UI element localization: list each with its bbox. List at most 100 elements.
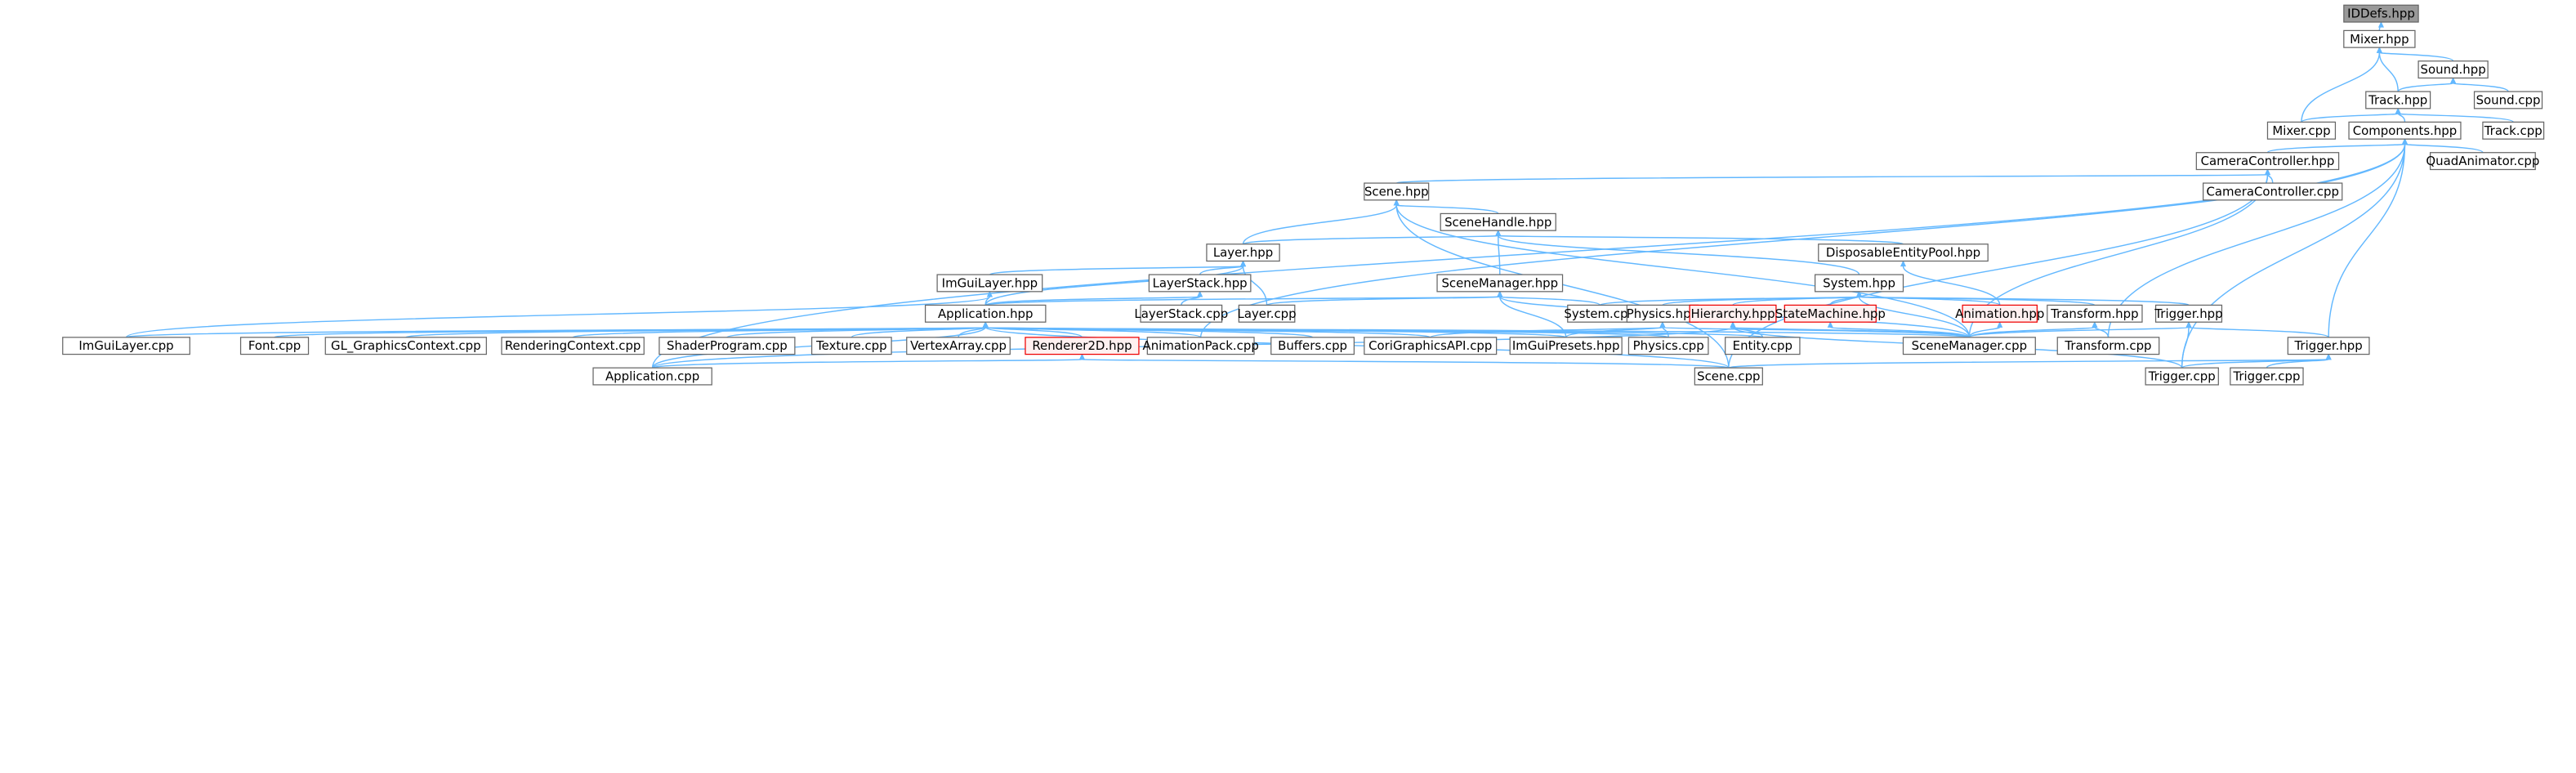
node-quadanim-cpp[interactable]: QuadAnimator.cpp: [2426, 152, 2539, 171]
node-entity-cpp[interactable]: Entity.cpp: [1725, 337, 1801, 355]
node-font-cpp[interactable]: Font.cpp: [239, 337, 310, 355]
node-box: [2473, 91, 2543, 109]
node-camctl-cpp[interactable]: CameraController.cpp: [2203, 182, 2343, 201]
node-label: Transform.cpp: [2064, 338, 2151, 353]
edge-trigger_cpp1-to-trigger_hpp1: [2181, 327, 2190, 369]
node-physics-cpp[interactable]: Physics.cpp: [1627, 337, 1709, 355]
edge-app_hpp-to-layerstack_hpp: [984, 296, 1201, 306]
node-buffers-cpp[interactable]: Buffers.cpp: [1270, 337, 1355, 355]
arrowhead-icon: [1393, 199, 1400, 206]
node-animpack-cpp[interactable]: AnimationPack.cpp: [1143, 337, 1259, 355]
node-scenemgr-cpp[interactable]: SceneManager.cpp: [1902, 337, 2036, 355]
node-texture-cpp[interactable]: Texture.cpp: [810, 337, 892, 355]
node-layerstack-hpp[interactable]: LayerStack.hpp: [1148, 274, 1252, 293]
node-trigger-cpp1[interactable]: Trigger.cpp: [2145, 367, 2219, 386]
edge-scene_cpp-to-trigger_hpp2: [1728, 359, 2329, 369]
arrowhead-icon: [1730, 321, 1736, 328]
node-label: QuadAnimator.cpp: [2426, 154, 2539, 168]
node-mixer-hpp[interactable]: Mixer.hpp: [2343, 29, 2416, 48]
node-sound-hpp[interactable]: Sound.hpp: [2418, 60, 2489, 79]
node-corigfx-cpp[interactable]: CoriGraphicsAPI.cpp: [1364, 337, 1498, 355]
edge-mixer_cpp-to-track_hpp: [2301, 113, 2399, 123]
node-scene-hpp[interactable]: Scene.hpp: [1364, 182, 1430, 201]
node-trigger-hpp1[interactable]: Trigger.hpp: [2154, 304, 2223, 323]
node-scene-cpp[interactable]: Scene.cpp: [1694, 367, 1763, 386]
edge-physics_cpp-to-physics_hpp: [1662, 327, 1669, 337]
edge-transform_cpp-to-transform_hpp: [2094, 326, 2109, 337]
node-box: [592, 367, 712, 386]
node-scenehandle-hpp[interactable]: SceneHandle.hpp: [1440, 212, 1556, 231]
node-renderctx-cpp[interactable]: RenderingContext.cpp: [501, 337, 645, 355]
node-label: System.hpp: [1823, 275, 1895, 290]
node-label: Sound.cpp: [2476, 92, 2541, 107]
node-box: [2047, 304, 2143, 323]
arrowhead-icon: [1827, 321, 1833, 328]
node-glctx-cpp[interactable]: GL_GraphicsContext.cpp: [324, 337, 487, 355]
node-physics-hpp[interactable]: Physics.hpp: [1626, 304, 1699, 323]
node-label: LayerStack.cpp: [1134, 306, 1228, 321]
arrowhead-icon: [2401, 138, 2409, 145]
node-system-cpp[interactable]: System.cpp: [1564, 304, 1636, 323]
node-box: [501, 337, 645, 355]
node-box: [810, 337, 892, 355]
node-box: [1436, 274, 1564, 293]
node-track-cpp[interactable]: Track.cpp: [2482, 121, 2545, 140]
edge-quadanim_cpp-to-components_hpp: [2404, 143, 2484, 154]
edge-app_cpp-to-renderer2d_hpp: [651, 359, 1083, 369]
node-layer-cpp[interactable]: Layer.cpp: [1238, 304, 1297, 323]
node-imguilayer-hpp[interactable]: ImGuiLayer.hpp: [936, 274, 1043, 293]
arrowhead-icon: [1495, 230, 1502, 236]
node-dispool-hpp[interactable]: DisposableEntityPool.hpp: [1818, 244, 1989, 262]
node-label: AnimationPack.cpp: [1143, 338, 1259, 353]
node-label: CameraController.cpp: [2206, 184, 2338, 199]
arrowhead-icon: [2264, 168, 2271, 176]
node-sound-cpp[interactable]: Sound.cpp: [2473, 91, 2543, 109]
node-mixer-cpp[interactable]: Mixer.cpp: [2266, 121, 2337, 140]
node-statemachine-hpp[interactable]: StateMachine.hpp: [1775, 304, 1886, 323]
edge-app_hpp-to-layer_hpp: [984, 266, 1244, 306]
node-box: [239, 337, 310, 355]
node-iddefs[interactable]: IDDefs.hpp: [2343, 4, 2419, 23]
node-layer-hpp[interactable]: Layer.hpp: [1206, 244, 1280, 262]
node-transform-hpp[interactable]: Transform.hpp: [2047, 304, 2143, 323]
node-imguilayer-cpp[interactable]: ImGuiLayer.cpp: [62, 337, 190, 355]
node-box: [2203, 182, 2343, 201]
node-scenemgr-hpp[interactable]: SceneManager.hpp: [1436, 274, 1564, 293]
node-box: [2056, 337, 2160, 355]
node-transform-cpp[interactable]: Transform.cpp: [2056, 337, 2160, 355]
edge-system_cpp-to-scenemgr_hpp: [1499, 296, 1601, 306]
node-layerstack-cpp[interactable]: LayerStack.cpp: [1134, 304, 1228, 323]
node-box: [659, 337, 796, 355]
node-label: SceneManager.cpp: [1912, 338, 2027, 353]
node-box: [1270, 337, 1355, 355]
node-hierarchy-hpp[interactable]: Hierarchy.hpp: [1689, 304, 1777, 323]
node-animation-hpp[interactable]: Animation.hpp: [1955, 304, 2044, 323]
node-box: [1364, 337, 1498, 355]
node-box: [2287, 337, 2370, 355]
node-trigger-cpp2[interactable]: Trigger.cpp: [2230, 367, 2304, 386]
node-box: [906, 337, 1011, 355]
edge-trigger_cpp2-to-trigger_hpp2: [2266, 359, 2329, 369]
node-box: [1140, 304, 1223, 323]
node-system-hpp[interactable]: System.hpp: [1814, 274, 1904, 293]
node-camctl-hpp[interactable]: CameraController.hpp: [2195, 152, 2340, 171]
arrowhead-icon: [2377, 21, 2385, 28]
node-track-hpp[interactable]: Track.hpp: [2365, 91, 2431, 109]
node-label: Texture.cpp: [815, 338, 887, 353]
node-app-hpp[interactable]: Application.hpp: [924, 304, 1047, 323]
edge-scenemgr_cpp-to-hierarchy_hpp: [1732, 326, 1971, 338]
node-renderer2d-hpp[interactable]: Renderer2D.hpp: [1025, 337, 1140, 355]
node-box: [1784, 304, 1877, 323]
node-shader-cpp[interactable]: ShaderProgram.cpp: [659, 337, 796, 355]
edge-sound_hpp-to-mixer_hpp: [2378, 51, 2454, 62]
node-components-hpp[interactable]: Components.hpp: [2348, 121, 2462, 140]
node-box: [1146, 337, 1255, 355]
node-trigger-hpp2[interactable]: Trigger.hpp: [2287, 337, 2370, 355]
node-imguipresets-hpp[interactable]: ImGuiPresets.hpp: [1509, 337, 1623, 355]
node-box: [2230, 367, 2304, 386]
node-vertexarray-cpp[interactable]: VertexArray.cpp: [906, 337, 1011, 355]
node-label: Scene.cpp: [1697, 369, 1760, 384]
node-app-cpp[interactable]: Application.cpp: [592, 367, 712, 386]
arrowhead-icon: [2450, 77, 2457, 84]
